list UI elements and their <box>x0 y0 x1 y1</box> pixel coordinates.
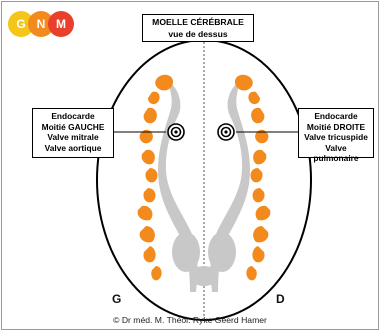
left-target-icon <box>168 124 184 140</box>
right-label-line-1: Endocarde <box>302 111 370 122</box>
left-label-line-2: Moitié GAUCHE <box>36 122 110 133</box>
right-label-line-2: Moitié DROITE <box>302 122 370 133</box>
left-label-line-1: Endocarde <box>36 111 110 122</box>
right-label-line-4: Valve pulmonaire <box>302 143 370 164</box>
right-target-icon <box>218 124 234 140</box>
right-gray-bulb <box>208 232 236 272</box>
side-label-right: D <box>276 292 285 306</box>
title-line-1: MOELLE CÉRÉBRALE <box>143 16 253 28</box>
title-box: MOELLE CÉRÉBRALE vue de dessus <box>142 14 254 42</box>
right-label-line-3: Valve tricuspide <box>302 132 370 143</box>
center-gray-bulb <box>190 266 218 286</box>
left-label-line-4: Valve aortique <box>36 143 110 154</box>
right-label-box: Endocarde Moitié DROITE Valve tricuspide… <box>298 108 374 158</box>
left-label-line-3: Valve mitrale <box>36 132 110 143</box>
left-orange-segments <box>138 75 173 281</box>
left-gray-bulb <box>172 232 200 272</box>
title-line-2: vue de dessus <box>143 28 253 40</box>
side-label-left: G <box>112 292 121 306</box>
credit-text: © Dr méd. M. Théol. Ryke Geerd Hamer <box>0 315 380 325</box>
right-orange-segments <box>235 75 270 281</box>
left-label-box: Endocarde Moitié GAUCHE Valve mitrale Va… <box>32 108 114 158</box>
